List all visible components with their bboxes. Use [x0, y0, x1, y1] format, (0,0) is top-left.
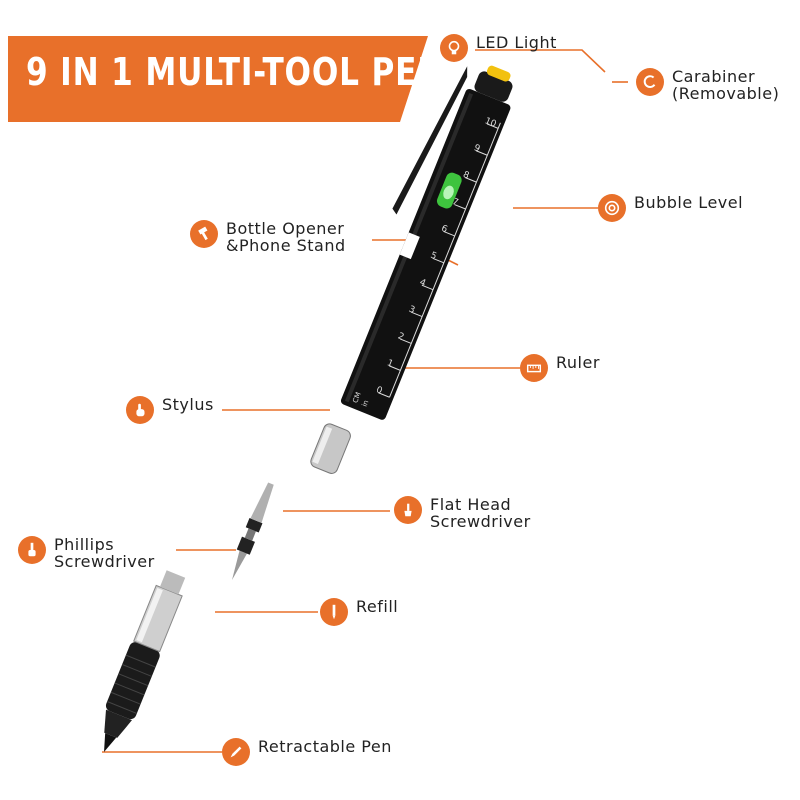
ruler-band: [378, 122, 501, 398]
tick-9: 9: [472, 143, 481, 155]
callout-refill: Refill: [320, 598, 398, 626]
refill-label: Refill: [356, 597, 399, 616]
ruler-icon: [520, 354, 548, 382]
callout-ruler: Ruler: [520, 354, 600, 382]
callout-retractable-pen: Retractable Pen: [222, 738, 392, 766]
leader-lines: [102, 49, 628, 753]
pen-body: 0 1 2 3 4 5 6 7 8 9 10 CM in: [340, 65, 513, 420]
bubble: [443, 185, 454, 200]
unit-cm: CM: [351, 391, 363, 404]
callout-bottle-opener: Bottle Opener&Phone Stand: [190, 220, 346, 254]
bottle-opener-label: Bottle Opener&Phone Stand: [226, 219, 346, 255]
ruler-numbers: 0 1 2 3 4 5 6 7 8 9 10 CM in: [351, 116, 498, 408]
tick-6: 6: [440, 224, 449, 236]
tick-4: 4: [418, 278, 427, 290]
pencil-icon: [222, 738, 250, 766]
banner-shape: [8, 36, 428, 122]
callout-led-light: LED Light: [440, 34, 557, 62]
tick-7: 7: [451, 197, 460, 208]
stylus-part: [310, 423, 351, 474]
carabiner-label: Carabiner(Removable): [672, 67, 780, 103]
tick-2: 2: [396, 331, 405, 342]
unit-in: in: [361, 399, 371, 408]
led: [486, 65, 511, 82]
screwdriver-bit: [232, 482, 274, 580]
carabiner-icon: [636, 68, 664, 96]
retractable-pen-label: Retractable Pen: [258, 737, 392, 756]
tick-1: 1: [385, 358, 394, 369]
pen-clip: [392, 66, 468, 215]
bubble-level-label: Bubble Level: [634, 193, 744, 212]
screwdriver-icon: [18, 536, 46, 564]
hammer-icon: [190, 220, 218, 248]
callout-stylus: Stylus: [126, 396, 214, 424]
tick-8: 8: [461, 170, 470, 182]
bulb-icon: [440, 34, 468, 62]
tick-3: 3: [407, 304, 416, 315]
led-light-label: LED Light: [476, 33, 557, 52]
tick-0: 0: [375, 385, 384, 397]
hand-icon: [126, 396, 154, 424]
tick-5: 5: [429, 251, 438, 262]
ruler-label: Ruler: [556, 353, 600, 372]
refill-icon: [320, 598, 348, 626]
brush-icon: [394, 496, 422, 524]
pen-front: [104, 570, 186, 752]
stylus-label: Stylus: [162, 395, 214, 414]
opener-notch: [399, 232, 420, 260]
callout-bubble-level: Bubble Level: [598, 194, 743, 222]
tick-10: 10: [483, 116, 498, 130]
callout-carabiner: Carabiner(Removable): [636, 68, 779, 102]
level-icon: [598, 194, 626, 222]
title-banner: 9 IN 1 MULTI-TOOL PEN: [8, 36, 443, 122]
